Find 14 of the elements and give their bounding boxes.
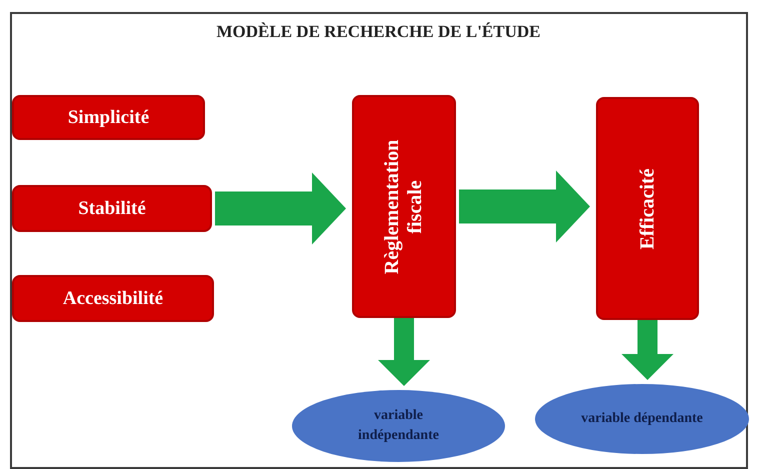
variable-box (596, 97, 699, 320)
factor-box: Simplicité (12, 95, 205, 140)
variable-box (352, 95, 456, 318)
vertical-label: Règlementation fiscale (381, 138, 427, 276)
variable-ellipse: variable dépendante (535, 384, 749, 454)
block-arrow (378, 318, 430, 386)
block-arrow (215, 172, 346, 244)
variable-ellipse: variable indépendante (292, 390, 505, 462)
factor-box: Accessibilité (12, 275, 214, 322)
vertical-label: Efficacité (636, 166, 659, 252)
block-arrow (622, 320, 674, 380)
factor-box: Stabilité (12, 185, 212, 232)
block-arrow (459, 170, 590, 242)
diagram-title: MODÈLE DE RECHERCHE DE L'ÉTUDE (216, 22, 542, 42)
